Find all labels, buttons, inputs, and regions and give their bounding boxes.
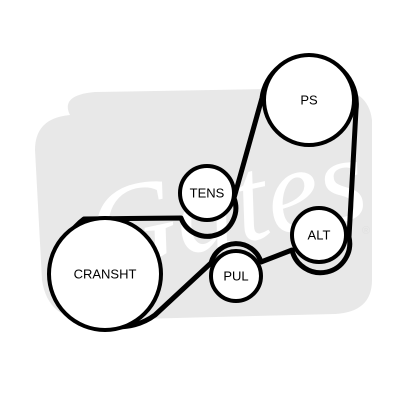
pulley-cransht: CRANSHT: [47, 216, 163, 332]
pulley-tens: TENS: [178, 164, 236, 222]
pulley-ps: PS: [262, 53, 356, 147]
pulley-pul: PUL: [209, 249, 263, 303]
pulley-label-cransht: CRANSHT: [74, 267, 137, 282]
watermark-registered-mark: ®: [362, 225, 370, 237]
pulley-label-tens: TENS: [190, 186, 225, 201]
pulley-label-alt: ALT: [308, 228, 331, 243]
pulley-alt: ALT: [290, 206, 348, 264]
pulley-label-pul: PUL: [223, 269, 248, 284]
pulley-label-ps: PS: [300, 93, 318, 108]
